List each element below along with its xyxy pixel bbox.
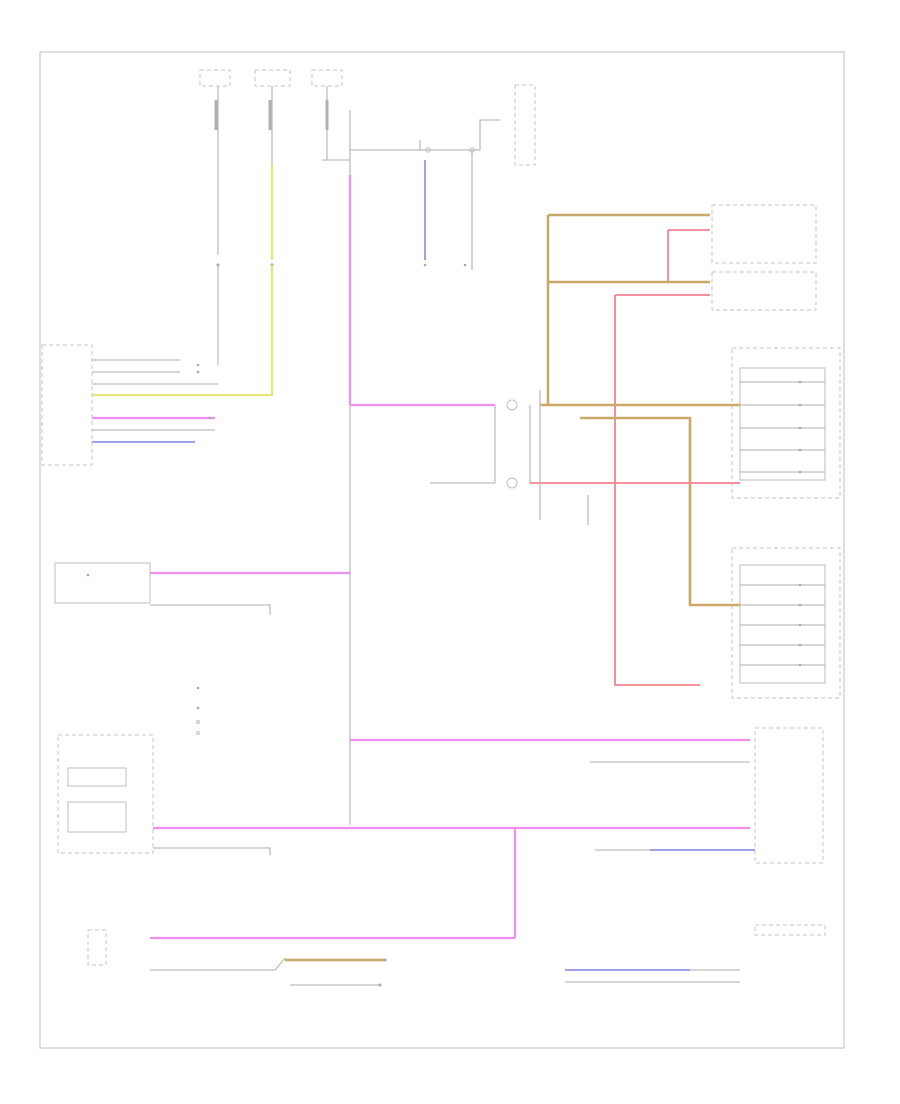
fuse-column-1 xyxy=(199,69,231,365)
legend xyxy=(196,686,200,735)
bottom-center-relay xyxy=(150,957,387,987)
left-front-turn-lamp xyxy=(546,215,817,686)
hazard-switch-module xyxy=(41,344,218,466)
flasher-relay xyxy=(350,84,536,270)
turn-signal-switch xyxy=(350,390,740,607)
right-rear-lamp-assembly xyxy=(731,547,841,699)
fuse-column-3 xyxy=(311,69,352,825)
left-rear-lamp-assembly xyxy=(731,347,841,499)
left-module-bottom xyxy=(54,562,350,615)
fuse-column-2 xyxy=(92,69,291,397)
instrument-cluster xyxy=(87,828,517,966)
ground-top xyxy=(565,924,826,983)
right-front-turn-lamp xyxy=(548,204,817,282)
bottom-left-module xyxy=(57,734,750,855)
right-module-bottom xyxy=(595,727,824,864)
diagram-frame xyxy=(39,51,845,1049)
